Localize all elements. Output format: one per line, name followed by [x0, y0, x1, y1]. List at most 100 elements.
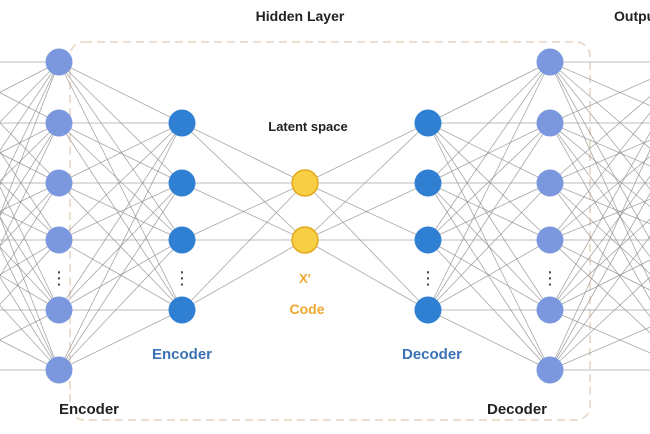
connection-edge [427, 61, 551, 124]
connection-edge [58, 61, 183, 241]
connection-edge [58, 182, 183, 371]
connection-edge [0, 216, 60, 311]
connection-edge [304, 182, 429, 241]
connection-edge [549, 276, 650, 371]
connection-edge [58, 122, 183, 184]
connection-edge [0, 61, 60, 216]
inner-decoder-node [414, 296, 442, 324]
connection-edge [0, 122, 60, 182]
connection-edge [58, 309, 183, 371]
code-label: Code [290, 301, 325, 317]
connection-edge [427, 122, 551, 184]
connection-edge [549, 198, 650, 241]
outer-decoder-node [536, 169, 564, 197]
outer-encoder-label: Encoder [59, 401, 119, 418]
connection-edge [0, 61, 60, 93]
connection-edge [549, 326, 650, 371]
ellipsis-marker: ⋮ [50, 268, 68, 289]
connection-edge [181, 182, 306, 241]
connection-edge [181, 182, 306, 311]
connection-edge [58, 182, 183, 241]
connection-edge [0, 339, 60, 371]
inner-encoder-node [168, 169, 196, 197]
connection-edge [427, 61, 551, 241]
connection-edge [58, 239, 183, 311]
connection-edge [0, 122, 60, 247]
outer-decoder-node [536, 356, 564, 384]
inner-encoder-node [168, 296, 196, 324]
connection-edge [181, 122, 306, 184]
connection-edge [427, 239, 551, 371]
connection-edge [58, 61, 183, 311]
outer-encoder-node [45, 296, 73, 324]
connection-edge [0, 211, 60, 241]
outer-encoder-node [45, 226, 73, 254]
connection-edge [0, 246, 60, 311]
connection-edge [0, 151, 60, 241]
connection-edge [304, 239, 429, 311]
output-title: Output [614, 8, 650, 24]
connection-edge [549, 239, 650, 291]
connection-edge [58, 61, 183, 184]
connection-edge [427, 182, 551, 241]
edges [0, 61, 650, 371]
connection-edge [0, 186, 60, 311]
inner-encoder-label: Encoder [152, 346, 212, 363]
outer-decoder-node [536, 48, 564, 76]
connection-edge [549, 149, 650, 371]
connection-edge [0, 304, 60, 371]
hidden-layer-title: Hidden Layer [256, 8, 345, 24]
connection-edge [0, 122, 60, 154]
connection-edge [58, 122, 183, 241]
connection-edge [549, 192, 650, 371]
connection-edge [427, 239, 551, 311]
connection-edge [181, 239, 306, 311]
connection-edge [0, 239, 60, 306]
connection-edge [0, 152, 60, 184]
connection-edge [427, 61, 551, 184]
connection-edge [427, 122, 551, 311]
connection-edge [0, 276, 60, 371]
nodes: ⋮⋮⋮⋮⋮⋮ [45, 48, 564, 384]
latent-node [291, 169, 319, 197]
connection-edge [549, 235, 650, 371]
ellipsis-marker: ⋮ [419, 268, 437, 289]
connection-edge [58, 61, 183, 124]
connection-edge [549, 112, 650, 241]
connection-edge [549, 139, 650, 184]
connection-edge [58, 239, 183, 371]
inner-decoder-node [414, 169, 442, 197]
ellipsis-marker: ⋮ [173, 268, 191, 289]
connection-edge [0, 309, 60, 341]
connection-edge [427, 182, 551, 311]
inner-encoder-node [168, 226, 196, 254]
connection-edge [427, 182, 551, 371]
connection-edge [58, 122, 183, 371]
connection-edge [0, 246, 60, 371]
connection-edge [0, 239, 60, 276]
connection-edge [0, 182, 60, 212]
connection-edge [0, 61, 60, 151]
outer-decoder-label: Decoder [487, 401, 547, 418]
outer-decoder-node [536, 296, 564, 324]
connection-edge [0, 274, 60, 311]
latent-node [291, 226, 319, 254]
connection-edge [549, 155, 650, 241]
inner-decoder-node [414, 226, 442, 254]
outer-encoder-node [45, 169, 73, 197]
code-symbol: X' [299, 271, 311, 286]
connection-edge [549, 259, 650, 311]
latent-space-title: Latent space [268, 119, 347, 134]
inner-encoder-node [168, 109, 196, 137]
connection-edge [549, 78, 650, 124]
connection-edge [181, 122, 306, 241]
inner-decoder-label: Decoder [402, 346, 462, 363]
connection-edge [0, 216, 60, 371]
connection-edge [427, 309, 551, 371]
connection-edge [0, 122, 60, 184]
connection-edge [0, 182, 60, 247]
connection-edge [427, 61, 551, 311]
connection-edge [0, 182, 60, 277]
